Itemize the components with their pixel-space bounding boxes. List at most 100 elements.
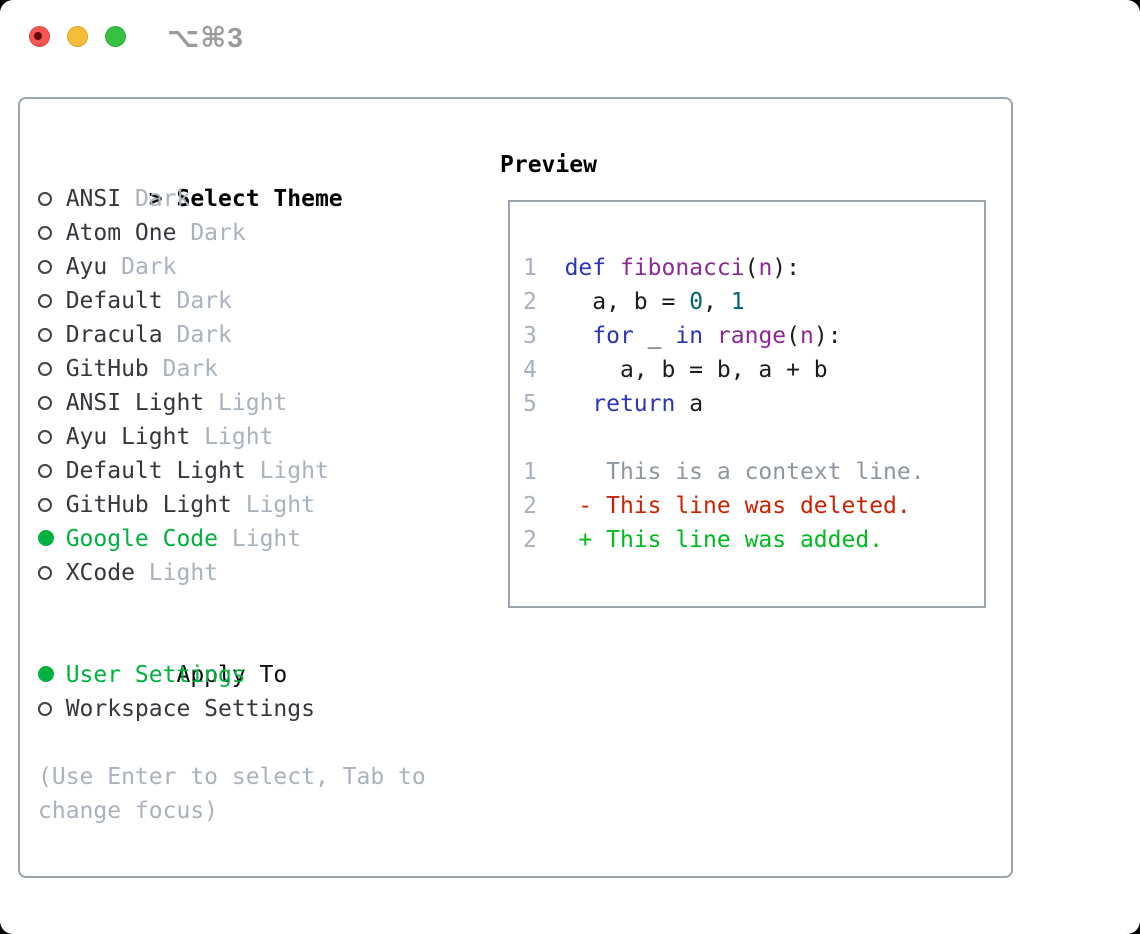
radio-selected-icon [38, 522, 66, 556]
line-number: 1 [523, 255, 537, 281]
code-token: range [716, 323, 787, 349]
radio-selected-icon [38, 658, 66, 692]
radio-unselected-icon [38, 182, 66, 216]
option-label: XCode [65, 560, 135, 586]
apply-to-option[interactable]: User Settings [38, 658, 483, 692]
line-number: 5 [523, 391, 537, 417]
theme-option[interactable]: ANSI Dark [38, 182, 483, 216]
titlebar: ⌥⌘3 [0, 0, 1140, 72]
option-variant-label: Light [148, 560, 219, 586]
code-token: a, b = [536, 289, 690, 315]
code-token: for [592, 323, 634, 349]
option-label: Default [65, 288, 163, 314]
code-token: return [592, 391, 676, 417]
zoom-button[interactable] [105, 26, 126, 47]
theme-option[interactable]: Atom One Dark [38, 216, 483, 250]
code-token: , [703, 289, 731, 315]
line-number: 3 [523, 323, 537, 349]
radio-unselected-icon [38, 454, 66, 488]
theme-option[interactable]: Default Dark [38, 284, 483, 318]
theme-option[interactable]: Ayu Dark [38, 250, 483, 284]
option-variant-label: Dark [176, 322, 232, 348]
preview-code-line: 3 for _ in range(n): [523, 319, 984, 353]
option-variant-label: Light [231, 526, 302, 552]
option-label: Workspace Settings [65, 696, 315, 722]
close-button[interactable] [29, 26, 50, 47]
code-token: 1 [730, 289, 745, 315]
theme-option[interactable]: GitHub Light Light [38, 488, 483, 522]
code-token: ): [772, 255, 800, 281]
radio-circle-icon [38, 396, 52, 410]
radio-unselected-icon [38, 386, 66, 420]
code-token: n [758, 255, 773, 281]
radio-circle-icon [38, 498, 52, 512]
radio-circle-icon [38, 430, 52, 444]
preview-box: 1 def fibonacci(n): 2 a, b = 0, 1 3 for _ … [508, 200, 986, 608]
option-label: Dracula [65, 322, 163, 348]
code-token: - This line was deleted. [536, 493, 911, 519]
select-theme-header: >Select Theme [38, 148, 483, 212]
preview-code-line: 1 This is a context line. [523, 455, 984, 489]
preview-title: Preview [500, 152, 597, 178]
preview-code-line: 1 def fibonacci(n): [523, 251, 984, 285]
preview-code-line: 2 + This line was added. [523, 523, 984, 557]
theme-option[interactable]: Ayu Light Light [38, 420, 483, 454]
option-variant-label: Dark [176, 288, 232, 314]
radio-circle-icon [38, 702, 52, 716]
code-token [703, 323, 717, 349]
code-token [537, 255, 565, 281]
option-label: Google Code [65, 526, 219, 552]
window-shortcut-label: ⌥⌘3 [167, 22, 244, 53]
theme-option[interactable]: ANSI Light Light [38, 386, 483, 420]
apply-to-option[interactable]: Workspace Settings [38, 692, 483, 726]
radio-unselected-icon [38, 420, 66, 454]
radio-circle-icon [38, 666, 54, 682]
radio-circle-icon [38, 464, 52, 478]
option-variant-label: Dark [162, 356, 219, 382]
radio-circle-icon [38, 530, 54, 546]
radio-unselected-icon [38, 352, 66, 386]
radio-unselected-icon [38, 318, 66, 352]
option-variant-label: Dark [121, 254, 177, 280]
line-number: 2 [523, 493, 537, 519]
preview-code-line: 4 a, b = b, a + b [523, 353, 984, 387]
radio-circle-icon [38, 294, 52, 308]
code-token: 0 [689, 289, 704, 315]
code-token: + This line was added. [536, 527, 884, 553]
radio-unselected-icon [38, 488, 66, 522]
code-token: ( [786, 323, 801, 349]
option-label: Ayu Light [65, 424, 191, 450]
code-token: fibonacci [619, 255, 745, 281]
radio-circle-icon [38, 192, 52, 206]
code-token [537, 391, 592, 417]
theme-option[interactable]: GitHub Dark [38, 352, 483, 386]
option-label: User Settings [65, 662, 246, 688]
line-number: 4 [523, 357, 537, 383]
minimize-button[interactable] [67, 26, 88, 47]
theme-option[interactable]: Default Light Light [38, 454, 483, 488]
line-number: 1 [523, 459, 537, 485]
apply-to-header: Apply To [38, 624, 483, 688]
option-variant-label: Light [245, 492, 315, 518]
code-token: n [800, 323, 814, 349]
option-variant-label: Light [218, 390, 288, 416]
radio-unselected-icon [38, 250, 66, 284]
spacer [38, 590, 483, 624]
theme-option[interactable]: Dracula Dark [38, 318, 483, 352]
radio-unselected-icon [38, 216, 66, 250]
apply-to-title: Apply To [176, 662, 288, 688]
option-variant-label: Light [259, 458, 329, 484]
code-token: a, b = b, a + b [536, 357, 828, 383]
line-number: 2 [523, 527, 537, 553]
code-token: in [675, 323, 704, 349]
theme-option[interactable]: XCode Light [38, 556, 483, 590]
option-variant-label: Light [204, 424, 274, 450]
theme-option[interactable]: Google Code Light [38, 522, 483, 556]
help-text: (Use Enter to select, Tab to change focu… [38, 764, 426, 824]
code-token: _ [633, 323, 676, 349]
code-token: ): [813, 323, 842, 349]
